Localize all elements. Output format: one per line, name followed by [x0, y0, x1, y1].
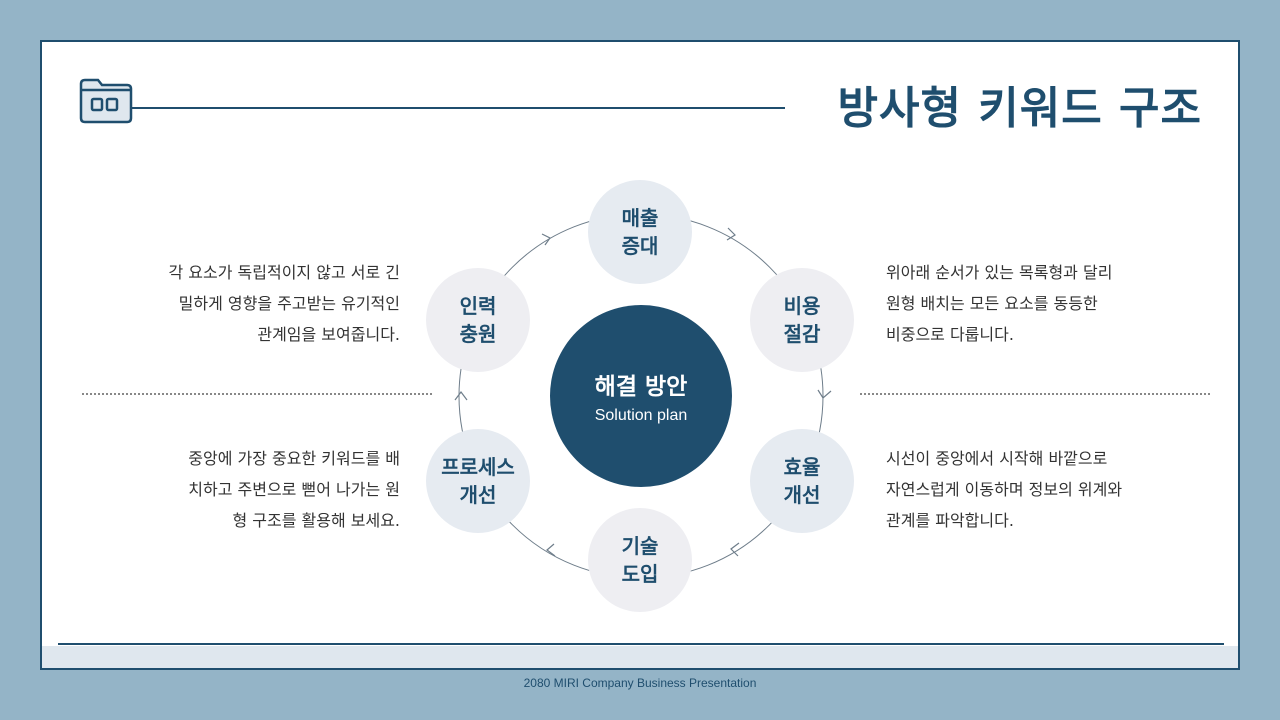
- ring-arrow: [541, 233, 551, 246]
- description-line: 원형 배치는 모든 요소를 동등한: [886, 294, 1098, 313]
- description-line: 관계임을 보여줍니다.: [257, 325, 400, 344]
- node-label-line2: 개선: [783, 483, 821, 507]
- node-label-line1: 인력: [459, 294, 497, 318]
- description-top-left: 각 요소가 독립적이지 않고 서로 긴 밀하게 영향을 주고받는 유기적인 관계…: [140, 257, 400, 350]
- node-label-line2: 증대: [621, 234, 659, 258]
- center-title: 해결 방안: [594, 374, 688, 400]
- folder-icon: [79, 78, 133, 124]
- page-title: 방사형 키워드 구조: [837, 83, 1202, 134]
- node-label-line1: 효율: [783, 455, 821, 479]
- node-label-line2: 충원: [459, 322, 497, 346]
- description-line: 각 요소가 독립적이지 않고 서로 긴: [168, 263, 400, 282]
- description-line: 위아래 순서가 있는 목록형과 달리: [886, 263, 1113, 282]
- center-subtitle: Solution plan: [594, 407, 688, 424]
- node-label-line1: 비용: [783, 294, 821, 318]
- node-label-line2: 절감: [783, 322, 821, 346]
- bottom-rule: [58, 643, 1224, 645]
- description-line: 비중으로 다룹니다.: [886, 325, 1014, 344]
- node-label-line1: 프로세스: [441, 455, 515, 479]
- description-line: 시선이 중앙에서 시작해 바깥으로: [886, 449, 1108, 468]
- node-label-line1: 기술: [621, 534, 659, 558]
- description-line: 형 구조를 활용해 보세요.: [232, 511, 400, 530]
- dotted-divider-left: [82, 393, 432, 395]
- node-label-line2: 개선: [459, 483, 497, 507]
- description-line: 자연스럽게 이동하며 정보의 위계와: [886, 480, 1123, 499]
- footer-caption: 2080 MIRI Company Business Presentation: [523, 676, 757, 690]
- description-line: 치하고 주변으로 뻗어 나가는 원: [188, 480, 400, 499]
- dotted-divider-right: [860, 393, 1210, 395]
- center-circle: 해결 방안 Solution plan: [550, 305, 732, 487]
- footer-band: [42, 646, 1238, 668]
- description-line: 중앙에 가장 중요한 키워드를 배: [188, 449, 400, 468]
- description-line: 밀하게 영향을 주고받는 유기적인: [178, 294, 400, 313]
- description-bottom-right: 시선이 중앙에서 시작해 바깥으로 자연스럽게 이동하며 정보의 위계와 관계를…: [886, 443, 1146, 536]
- node-label-line1: 매출: [621, 206, 659, 230]
- description-top-right: 위아래 순서가 있는 목록형과 달리 원형 배치는 모든 요소를 동등한 비중으…: [886, 257, 1146, 350]
- ring-arrow: [726, 227, 736, 241]
- ring-arrow: [454, 391, 468, 401]
- title-rule: [130, 107, 785, 109]
- description-line: 관계를 파악합니다.: [886, 511, 1014, 530]
- description-bottom-left: 중앙에 가장 중요한 키워드를 배 치하고 주변으로 뻗어 나가는 원 형 구조…: [140, 443, 400, 536]
- ring-arrow: [817, 389, 832, 399]
- ring-arrow: [730, 542, 740, 557]
- ring-arrow: [546, 543, 556, 557]
- node-label-line2: 도입: [621, 562, 659, 586]
